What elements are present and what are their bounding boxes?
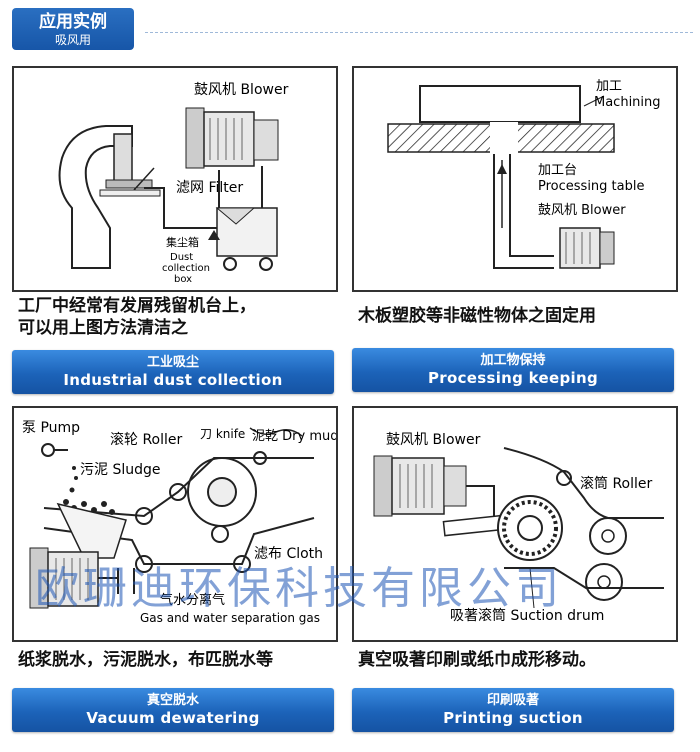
caption-dewatering: 纸浆脱水，污泥脱水，布匹脱水等 — [18, 650, 273, 670]
diagram-processing-keeping: 加工 Machining 加工台 Processing table 鼓风机 Bl… — [352, 66, 678, 292]
machining-label-zh: 加工 — [596, 79, 622, 94]
banner-processing-keeping-en: Processing keeping — [427, 369, 598, 387]
section-title: 应用实例 — [39, 12, 107, 32]
section-subtitle: 吸风用 — [54, 33, 91, 47]
dust-box-label-en2: collection — [162, 263, 210, 274]
header-divider — [145, 32, 693, 34]
company-watermark: 欧珊迪环保科技有限公司 — [35, 563, 563, 614]
printing-suction-illustration: 鼓风机 Blower 滚筒 Roller 吸著滚筒 Suction drum — [373, 432, 664, 624]
sludge-label: 污泥 Sludge — [80, 462, 161, 478]
blower-label-4: 鼓风机 Blower — [386, 432, 481, 448]
banner-printing-suction-en: Printing suction — [443, 709, 583, 727]
separation-label-zh: 气水分离气 — [160, 592, 225, 608]
table-label-zh: 加工台 — [538, 163, 577, 178]
banner-industrial-dust-zh: 工业吸尘 — [146, 355, 199, 370]
filter-label: 滤网 Filter — [176, 180, 243, 196]
banner-printing-suction: 印刷吸著 Printing suction — [352, 688, 674, 732]
dust-box-label-en1: Dust — [170, 252, 193, 263]
pump-label: 泵 Pump — [22, 420, 80, 436]
caption-dust-line2: 可以用上图方法清洁之 — [18, 318, 188, 338]
banner-printing-suction-zh: 印刷吸著 — [486, 693, 539, 708]
banner-industrial-dust: 工业吸尘 Industrial dust collection — [12, 350, 334, 394]
dust-collection-illustration: 鼓风机 Blower 滤网 Filter 集尘箱 Dust collection… — [58, 82, 289, 285]
banner-processing-keeping: 加工物保持 Processing keeping — [352, 348, 674, 392]
banner-vacuum-dewatering-zh: 真空脱水 — [146, 693, 199, 708]
dust-box-label-zh: 集尘箱 — [166, 235, 199, 249]
banner-vacuum-dewatering: 真空脱水 Vacuum dewatering — [12, 688, 334, 732]
dry-mud-label: 泥乾 Dry mud — [252, 429, 336, 444]
diagram-vacuum-dewatering: 泵 Pump 滚轮 Roller 刀 knife 泥乾 Dry mud 污泥 S… — [12, 406, 338, 642]
suction-drum-label: 吸著滚筒 Suction drum — [450, 607, 604, 624]
banner-industrial-dust-en: Industrial dust collection — [63, 371, 283, 389]
table-label-en: Processing table — [538, 179, 644, 194]
roller-label-4: 滚筒 Roller — [580, 475, 653, 492]
caption-printing: 真空吸著印刷或纸巾成形移动。 — [358, 650, 596, 670]
knife-label: 刀 knife — [200, 427, 245, 441]
machining-label-en: Machining — [594, 95, 661, 110]
diagram-printing-suction: 鼓风机 Blower 滚筒 Roller 吸著滚筒 Suction drum — [352, 406, 678, 642]
blower-label-2: 鼓风机 Blower — [538, 203, 626, 218]
caption-processing: 木板塑胶等非磁性物体之固定用 — [358, 306, 596, 326]
section-header-tab: 应用实例 吸风用 — [12, 8, 134, 50]
banner-processing-keeping-zh: 加工物保持 — [480, 353, 546, 368]
processing-keeping-illustration: 加工 Machining 加工台 Processing table 鼓风机 Bl… — [387, 79, 661, 269]
vacuum-dewatering-illustration: 泵 Pump 滚轮 Roller 刀 knife 泥乾 Dry mud 污泥 S… — [22, 420, 336, 625]
banner-vacuum-dewatering-en: Vacuum dewatering — [86, 709, 260, 727]
roller-label-3: 滚轮 Roller — [110, 431, 183, 448]
blower-label: 鼓风机 Blower — [194, 82, 289, 98]
cloth-label: 滤布 Cloth — [254, 546, 323, 562]
separation-label-en: Gas and water separation gas — [140, 611, 320, 625]
diagram-dust-collection: 鼓风机 Blower 滤网 Filter 集尘箱 Dust collection… — [12, 66, 338, 292]
dust-box-label-en3: box — [174, 274, 192, 285]
caption-dust-line1: 工厂中经常有发屑残留机台上， — [18, 296, 256, 316]
